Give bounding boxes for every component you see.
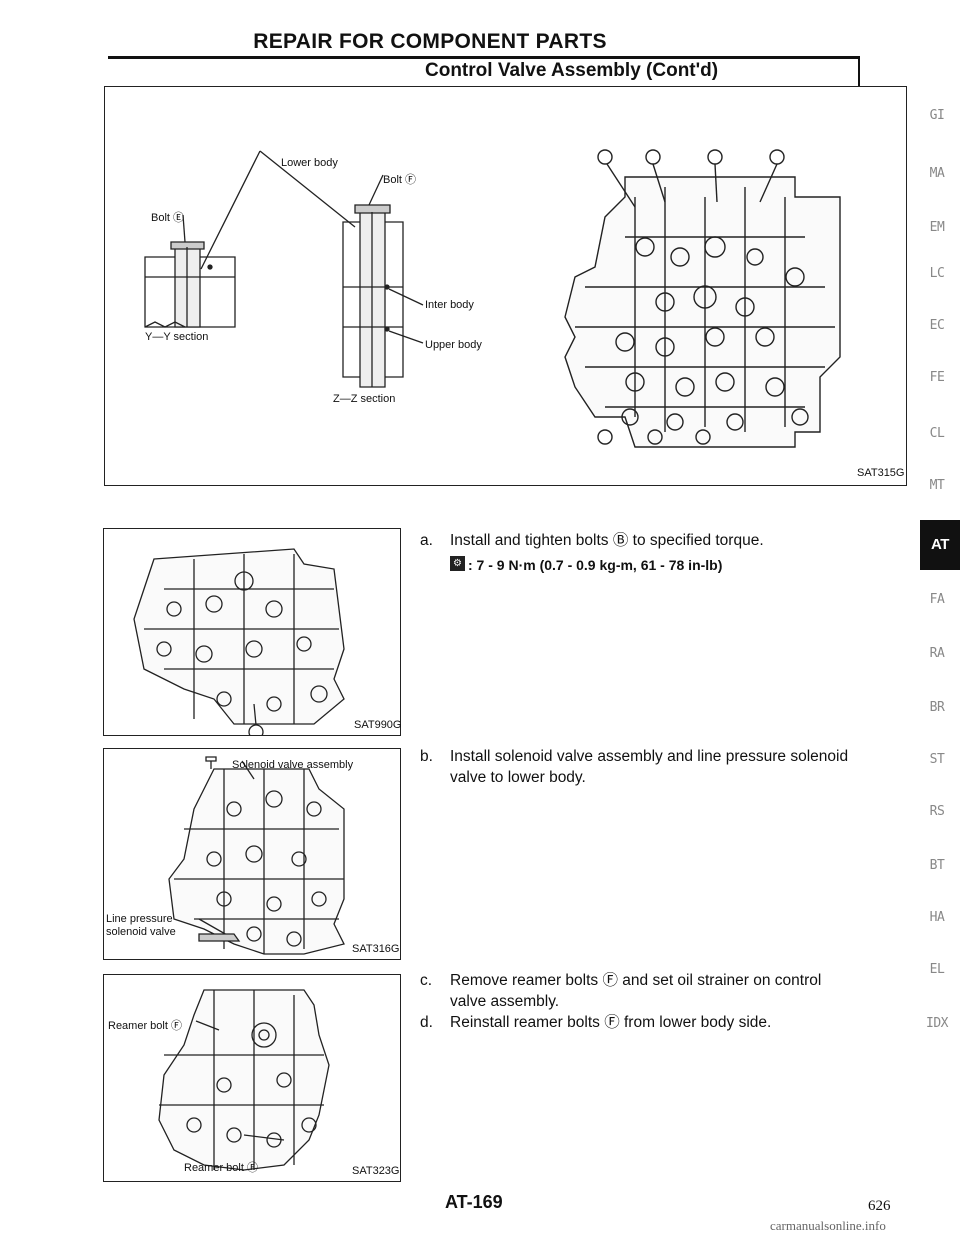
page-subtitle: Control Valve Assembly (Cont'd) (425, 60, 719, 81)
tab-cl[interactable]: CL (929, 426, 945, 441)
page-title: REPAIR FOR COMPONENT PARTS (253, 30, 607, 53)
tab-lc[interactable]: LC (929, 266, 945, 281)
tab-br[interactable]: BR (929, 700, 945, 715)
figure-top: Lower body Bolt Ⓔ Bolt Ⓕ Y—Y section Int… (104, 86, 907, 486)
step-d: d. Reinstall reamer bolts Ⓕ from lower b… (420, 1012, 915, 1036)
step-a: a. Install and tighten bolts Ⓑ to specif… (420, 530, 915, 590)
tab-st[interactable]: ST (929, 752, 945, 767)
step-c: c. Remove reamer bolts Ⓕ and set oil str… (420, 970, 915, 1016)
step-c-label: c. (420, 972, 433, 989)
tab-mt[interactable]: MT (929, 478, 945, 493)
figure-3-drawing (168, 756, 345, 955)
figure-code: SAT315G (857, 467, 905, 479)
page-code: AT-169 (445, 1192, 503, 1212)
tab-ec[interactable]: EC (929, 318, 945, 333)
torque-wrench-icon: ⚙ (450, 556, 465, 571)
step-d-label: d. (420, 1014, 433, 1031)
label-reamer-bolt-bottom: Reamer bolt Ⓕ (184, 1162, 258, 1174)
watermark: carmanualsonline.info (770, 1218, 886, 1233)
figure-4-drawing (158, 989, 330, 1171)
step-b-line1: Install solenoid valve assembly and line… (450, 748, 849, 765)
label-lower-body: Lower body (281, 157, 338, 169)
tab-idx[interactable]: IDX (926, 1016, 948, 1031)
tab-rs[interactable]: RS (929, 804, 945, 819)
label-solenoid-valve: solenoid valve (106, 926, 176, 938)
label-reamer-bolt-top: Reamer bolt Ⓕ (108, 1020, 182, 1032)
tab-fe[interactable]: FE (929, 370, 945, 385)
step-d-text: Reinstall reamer bolts Ⓕ from lower body… (450, 1014, 772, 1031)
figure-code: SAT316G (352, 943, 400, 955)
figure-2-drawing (133, 548, 345, 735)
header-rule (108, 56, 860, 59)
figure-top-drawing (144, 149, 841, 448)
step-b-label: b. (420, 748, 433, 765)
step-a-spec: : 7 - 9 N·m (0.7 - 0.9 kg-m, 61 - 78 in-… (468, 557, 723, 573)
header-tick (858, 56, 860, 86)
label-inter-body: Inter body (425, 299, 474, 311)
label-z-section: Z—Z section (333, 393, 396, 405)
tab-ra[interactable]: RA (929, 646, 945, 661)
tab-ha[interactable]: HA (929, 910, 945, 925)
tab-bt[interactable]: BT (929, 858, 945, 873)
step-c-line2: valve assembly. (450, 993, 560, 1010)
step-a-text: Install and tighten bolts Ⓑ to specified… (450, 532, 764, 549)
tab-el[interactable]: EL (929, 962, 945, 977)
tab-at[interactable]: AT (920, 520, 960, 570)
figure-3: Solenoid valve assembly Line pressure so… (103, 748, 401, 960)
tab-fa[interactable]: FA (929, 592, 945, 607)
step-b: b. Install solenoid valve assembly and l… (420, 746, 915, 796)
label-y-section: Y—Y section (145, 331, 209, 343)
label-upper-body: Upper body (425, 339, 482, 351)
label-line-pressure: Line pressure (106, 913, 173, 925)
tab-em[interactable]: EM (929, 220, 945, 235)
step-b-line2: valve to lower body. (450, 769, 586, 786)
tab-gi[interactable]: GI (929, 108, 945, 123)
page-number: 626 (868, 1198, 891, 1214)
step-a-label: a. (420, 532, 433, 549)
label-solenoid-valve-assembly: Solenoid valve assembly (232, 759, 354, 771)
figure-4: Reamer bolt Ⓕ Reamer bolt Ⓕ SAT323G (103, 974, 401, 1182)
figure-code: SAT990G (354, 719, 402, 731)
figure-2: SAT990G (103, 528, 402, 736)
label-bolt-e: Bolt Ⓔ (151, 212, 185, 224)
step-c-line1: Remove reamer bolts Ⓕ and set oil strain… (450, 972, 822, 989)
figure-code: SAT323G (352, 1165, 400, 1177)
tab-ma[interactable]: MA (929, 166, 945, 181)
label-bolt-f: Bolt Ⓕ (383, 174, 417, 186)
